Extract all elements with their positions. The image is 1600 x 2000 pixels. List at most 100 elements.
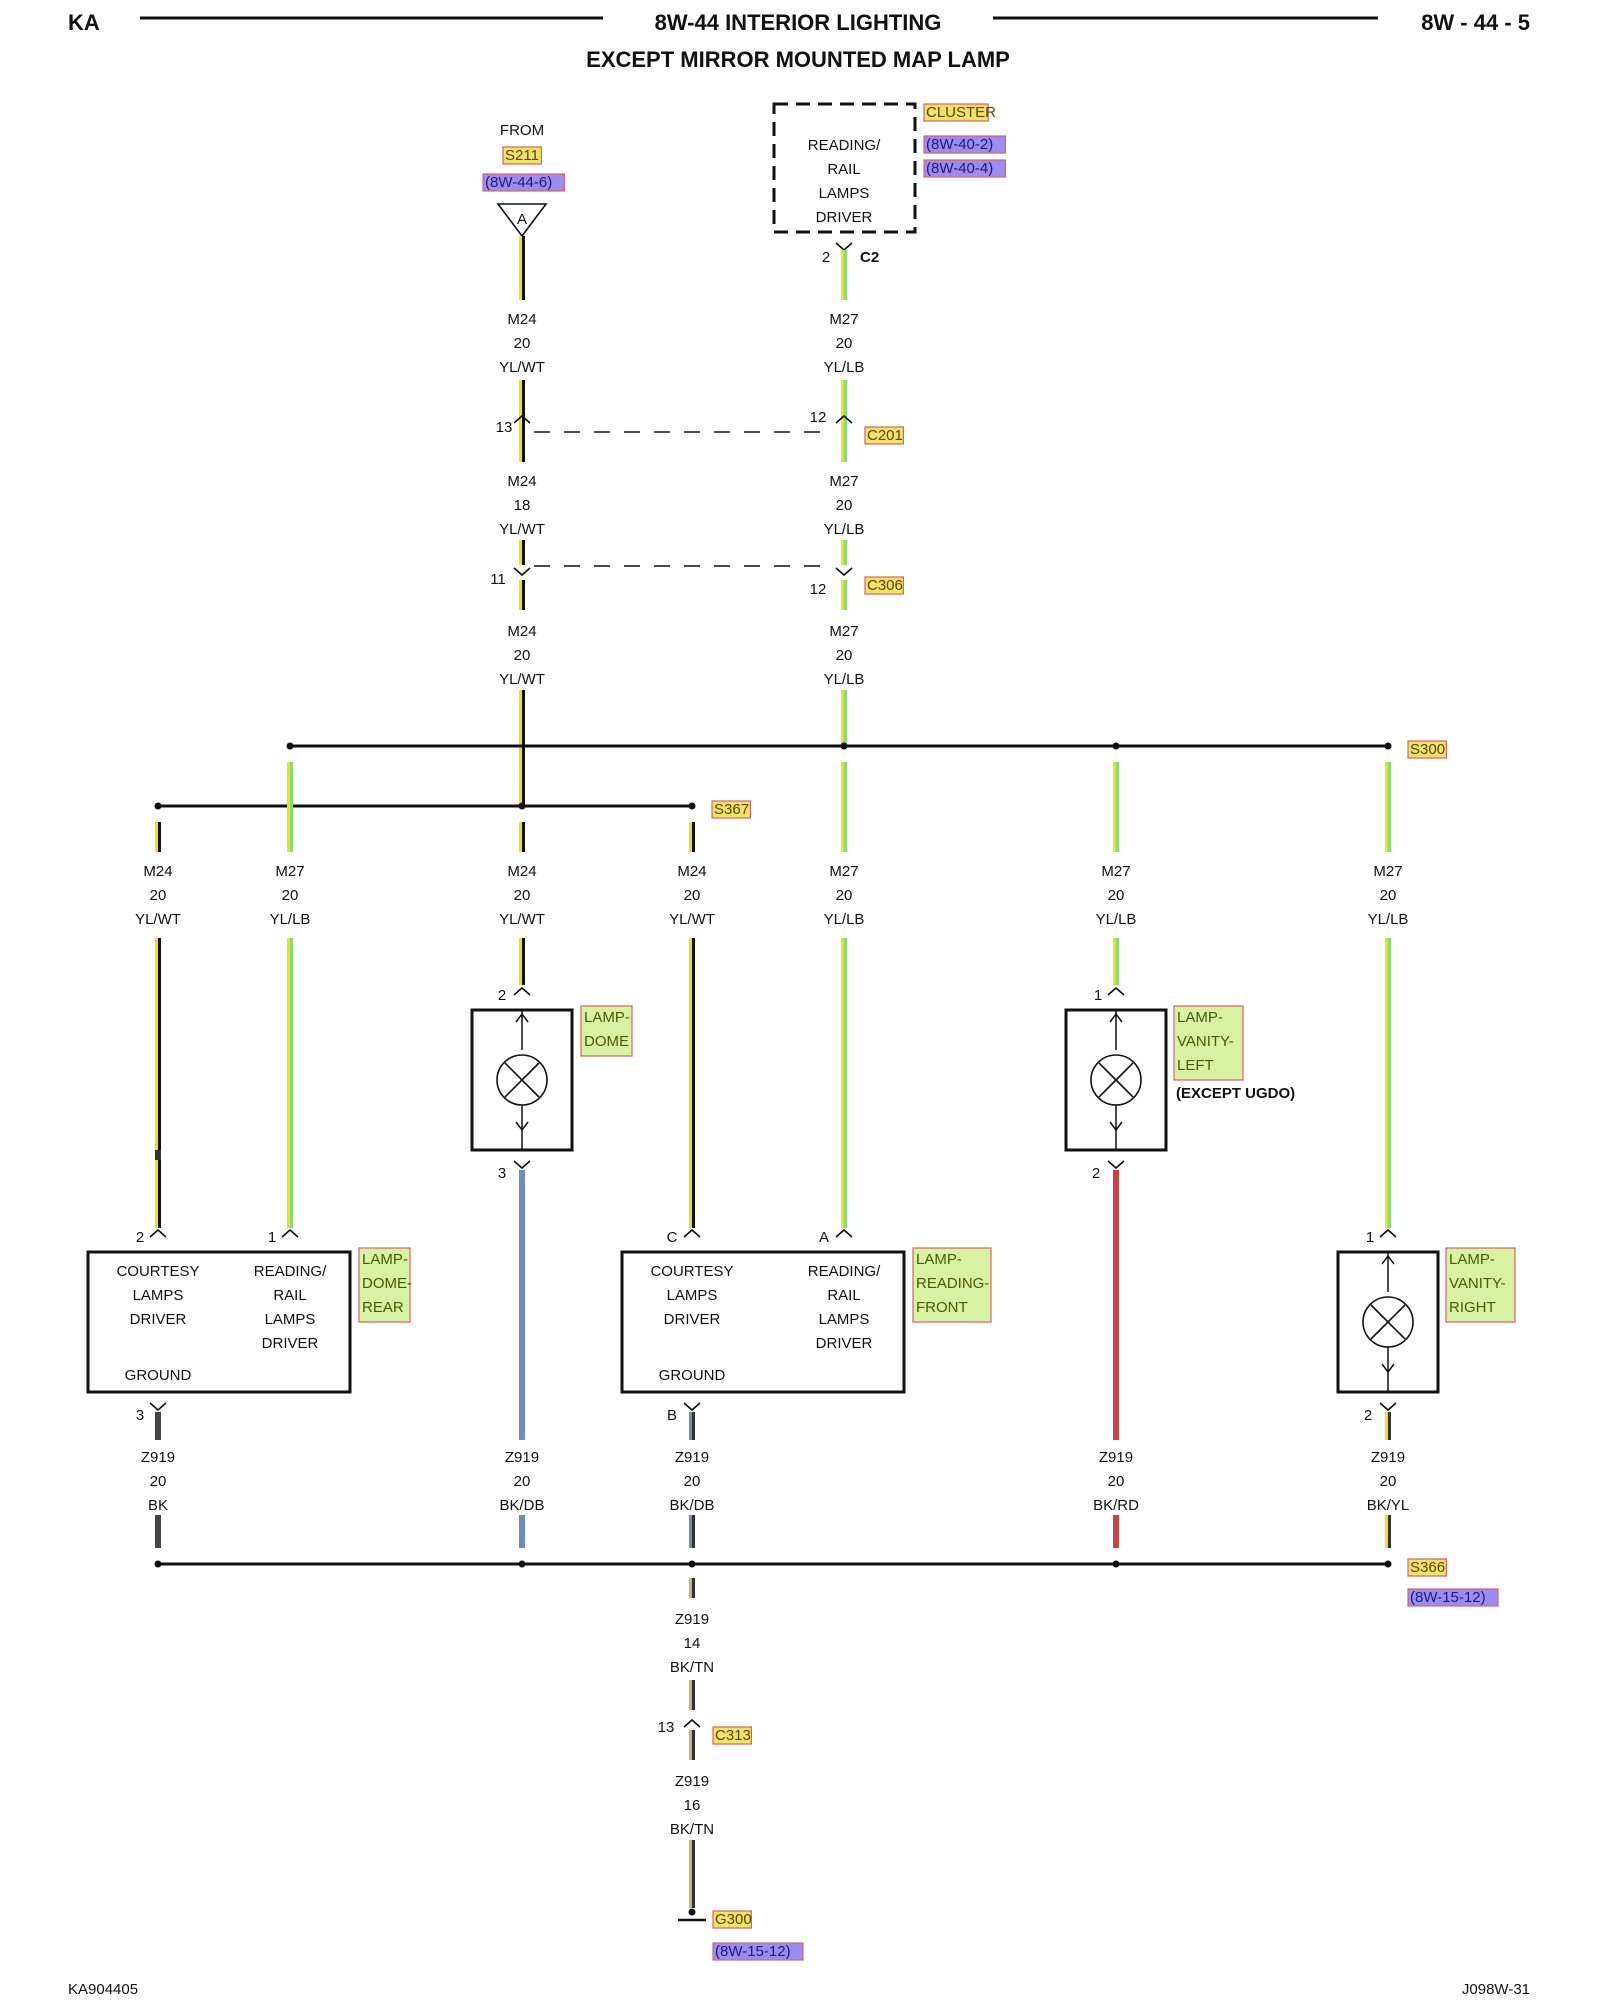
vanity-left-pin-top: 1 — [1094, 987, 1102, 1004]
svg-text:BK: BK — [148, 1497, 168, 1514]
dome-rear-left-line: LAMPS — [133, 1287, 184, 1304]
svg-text:BK/YL: BK/YL — [1367, 1497, 1410, 1514]
cluster-line: RAIL — [827, 161, 860, 178]
source-symbol: A — [517, 211, 527, 228]
wire-m24-top — [519, 236, 525, 300]
svg-text:VANITY-: VANITY- — [1449, 1275, 1506, 1292]
wire-gnd5-top — [1385, 1412, 1391, 1440]
g300-tag: G300 — [712, 1910, 753, 1929]
reading-front-pin-left: C — [667, 1229, 678, 1246]
c306-pin-right: 12 — [810, 581, 827, 598]
svg-text:M27: M27 — [829, 863, 858, 880]
dome-rear-pin-right: 1 — [268, 1229, 276, 1246]
wire-branch2-top — [287, 762, 293, 852]
svg-text:YL/LB: YL/LB — [1368, 911, 1409, 928]
svg-text:20: 20 — [836, 497, 853, 514]
svg-text:G300: G300 — [715, 1911, 752, 1928]
dome-rear-ground-label: GROUND — [125, 1367, 192, 1384]
wire-m27-b-bottom — [841, 540, 847, 565]
svg-text:S367: S367 — [714, 801, 749, 818]
svg-text:REAR: REAR — [362, 1299, 404, 1316]
page-subtitle: EXCEPT MIRROR MOUNTED MAP LAMP — [586, 47, 1010, 72]
svg-text:(8W-44-6): (8W-44-6) — [485, 174, 552, 191]
svg-text:Z919: Z919 — [1099, 1449, 1133, 1466]
vanity-left-pin-bottom-chevron — [1107, 1160, 1125, 1170]
splice-dot-s366 — [518, 1560, 526, 1568]
vanity-right-pin-bottom: 2 — [1364, 1407, 1372, 1424]
wire-gnd-main-bottom — [689, 1680, 695, 1710]
vanity-right-arrow-top — [1381, 1254, 1395, 1265]
wire-gnd1-stub — [155, 1150, 161, 1160]
page-number: 8W - 44 - 5 — [1421, 10, 1530, 35]
wire-gnd-main-top — [689, 1578, 695, 1598]
wire-branch5-bottom — [841, 938, 847, 1228]
svg-text:LAMP-: LAMP- — [362, 1251, 408, 1268]
reading-front-pin-right: A — [819, 1229, 829, 1246]
wire-m24-c-bottom — [519, 690, 525, 806]
vanity-left-pin-top-chevron — [1107, 986, 1125, 996]
cluster-line: LAMPS — [819, 185, 870, 202]
dome-arrow-top — [515, 1012, 529, 1023]
reading-front-name-box: LAMP-READING-FRONT — [912, 1247, 992, 1323]
cluster-box — [772, 102, 917, 234]
vanity-left-arrow-top — [1109, 1012, 1123, 1023]
source-splice-tag: S211 — [502, 146, 543, 165]
wire-branch6-top — [1113, 762, 1119, 852]
page-title: 8W-44 INTERIOR LIGHTING — [655, 10, 942, 35]
svg-text:(8W-15-12): (8W-15-12) — [1410, 1589, 1486, 1606]
reading-front-right-line: RAIL — [827, 1287, 860, 1304]
ground-dot — [688, 1908, 696, 1916]
svg-text:20: 20 — [836, 887, 853, 904]
svg-text:BK/TN: BK/TN — [670, 1821, 714, 1838]
svg-text:LEFT: LEFT — [1177, 1057, 1214, 1074]
svg-text:20: 20 — [1380, 1473, 1397, 1490]
dome-rear-right-line: READING/ — [254, 1263, 327, 1280]
svg-text:M24: M24 — [677, 863, 706, 880]
wire-m27-b-top — [841, 380, 847, 462]
dome-rear-right-line: RAIL — [273, 1287, 306, 1304]
reading-front-ground-label: GROUND — [659, 1367, 726, 1384]
svg-text:LAMP-: LAMP- — [584, 1009, 630, 1026]
svg-text:READING-: READING- — [916, 1275, 989, 1292]
svg-text:Z919: Z919 — [141, 1449, 175, 1466]
svg-text:C306: C306 — [867, 577, 903, 594]
svg-text:VANITY-: VANITY- — [1177, 1033, 1234, 1050]
cluster-ref-1: (8W-40-2) — [923, 135, 1007, 154]
c201-pin-right: 12 — [810, 409, 827, 426]
svg-text:20: 20 — [1108, 1473, 1125, 1490]
dome-rear-pin-right-chevron — [281, 1228, 299, 1238]
svg-text:16: 16 — [684, 1797, 701, 1814]
svg-text:M27: M27 — [275, 863, 304, 880]
dome-rear-name-box: LAMP-DOME-REAR — [358, 1247, 412, 1323]
vanity-left-note: (EXCEPT UGDO) — [1176, 1085, 1295, 1102]
wire-gnd3-top — [689, 1412, 695, 1440]
svg-text:YL/WT: YL/WT — [499, 521, 545, 538]
reading-front-left-line: DRIVER — [664, 1311, 721, 1328]
reading-front-right-line: READING/ — [808, 1263, 881, 1280]
g300-ref: (8W-15-12) — [712, 1942, 804, 1961]
wire-gnd2-bottom — [519, 1515, 525, 1548]
reading-front-left-line: LAMPS — [667, 1287, 718, 1304]
svg-text:YL/LB: YL/LB — [824, 911, 865, 928]
splice-dot-s300 — [1112, 742, 1120, 750]
svg-text:20: 20 — [514, 335, 531, 352]
c306-pin-left: 11 — [490, 571, 506, 588]
c313-chevron — [683, 1718, 701, 1728]
cluster-line: READING/ — [808, 137, 881, 154]
svg-text:M27: M27 — [829, 311, 858, 328]
svg-text:20: 20 — [150, 887, 167, 904]
vanity-right-pin-top: 1 — [1366, 1229, 1374, 1246]
svg-text:C201: C201 — [867, 427, 903, 444]
reading-front-pin-right-chevron — [835, 1228, 853, 1238]
svg-text:M27: M27 — [829, 473, 858, 490]
